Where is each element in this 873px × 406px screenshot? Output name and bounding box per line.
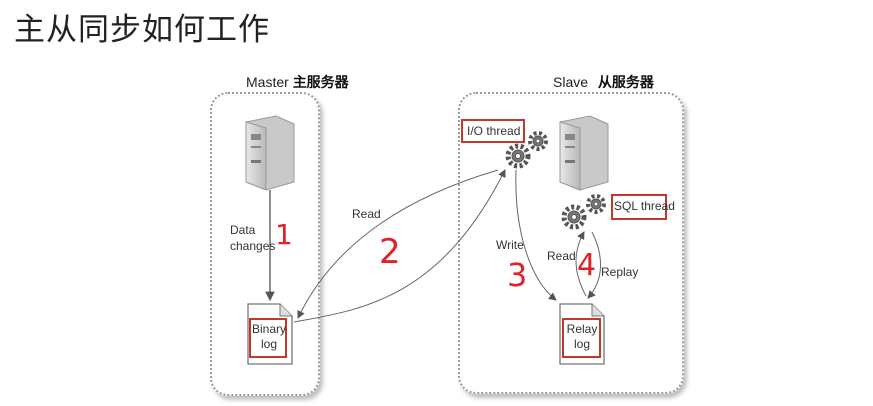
binary-log-doc bbox=[247, 303, 293, 365]
step-1-label: 1 bbox=[275, 218, 293, 251]
master-label: Master 主服务器 bbox=[246, 72, 349, 92]
master-label-cn: 主服务器 bbox=[292, 75, 349, 91]
data-changes-label: Data changes bbox=[230, 223, 276, 253]
slave-label-en: Slave bbox=[553, 74, 589, 90]
io-thread-label: I/O thread bbox=[467, 124, 521, 138]
slave-label: Slave 从服务器 bbox=[553, 72, 654, 92]
io-thread-box bbox=[461, 119, 525, 143]
master-label-en: Master bbox=[246, 74, 289, 90]
read-master-label: Read bbox=[352, 207, 381, 221]
read-slave-label: Read bbox=[547, 249, 576, 263]
step-4-label: 4 bbox=[577, 248, 597, 283]
slave-server-icon bbox=[559, 115, 609, 191]
relay-log-label: Relay log bbox=[566, 322, 598, 351]
io-thread-gear-icon bbox=[505, 131, 548, 169]
binary-log-label: Binary log bbox=[252, 322, 287, 351]
write-label: Write bbox=[496, 238, 524, 252]
step-2-label: 2 bbox=[379, 232, 401, 272]
sql-thread-label: SQL thread bbox=[614, 199, 675, 213]
sql-thread-box bbox=[611, 194, 667, 220]
sql-thread-gear-icon bbox=[561, 194, 606, 230]
page-title: 主从同步如何工作 bbox=[14, 12, 270, 48]
master-box bbox=[210, 92, 320, 396]
relay-log-doc bbox=[559, 303, 605, 365]
replay-label: Replay bbox=[601, 265, 639, 279]
step-3-label: 3 bbox=[507, 256, 528, 294]
slave-label-cn: 从服务器 bbox=[597, 75, 654, 91]
slave-box bbox=[458, 92, 684, 394]
master-server-icon bbox=[245, 115, 295, 191]
